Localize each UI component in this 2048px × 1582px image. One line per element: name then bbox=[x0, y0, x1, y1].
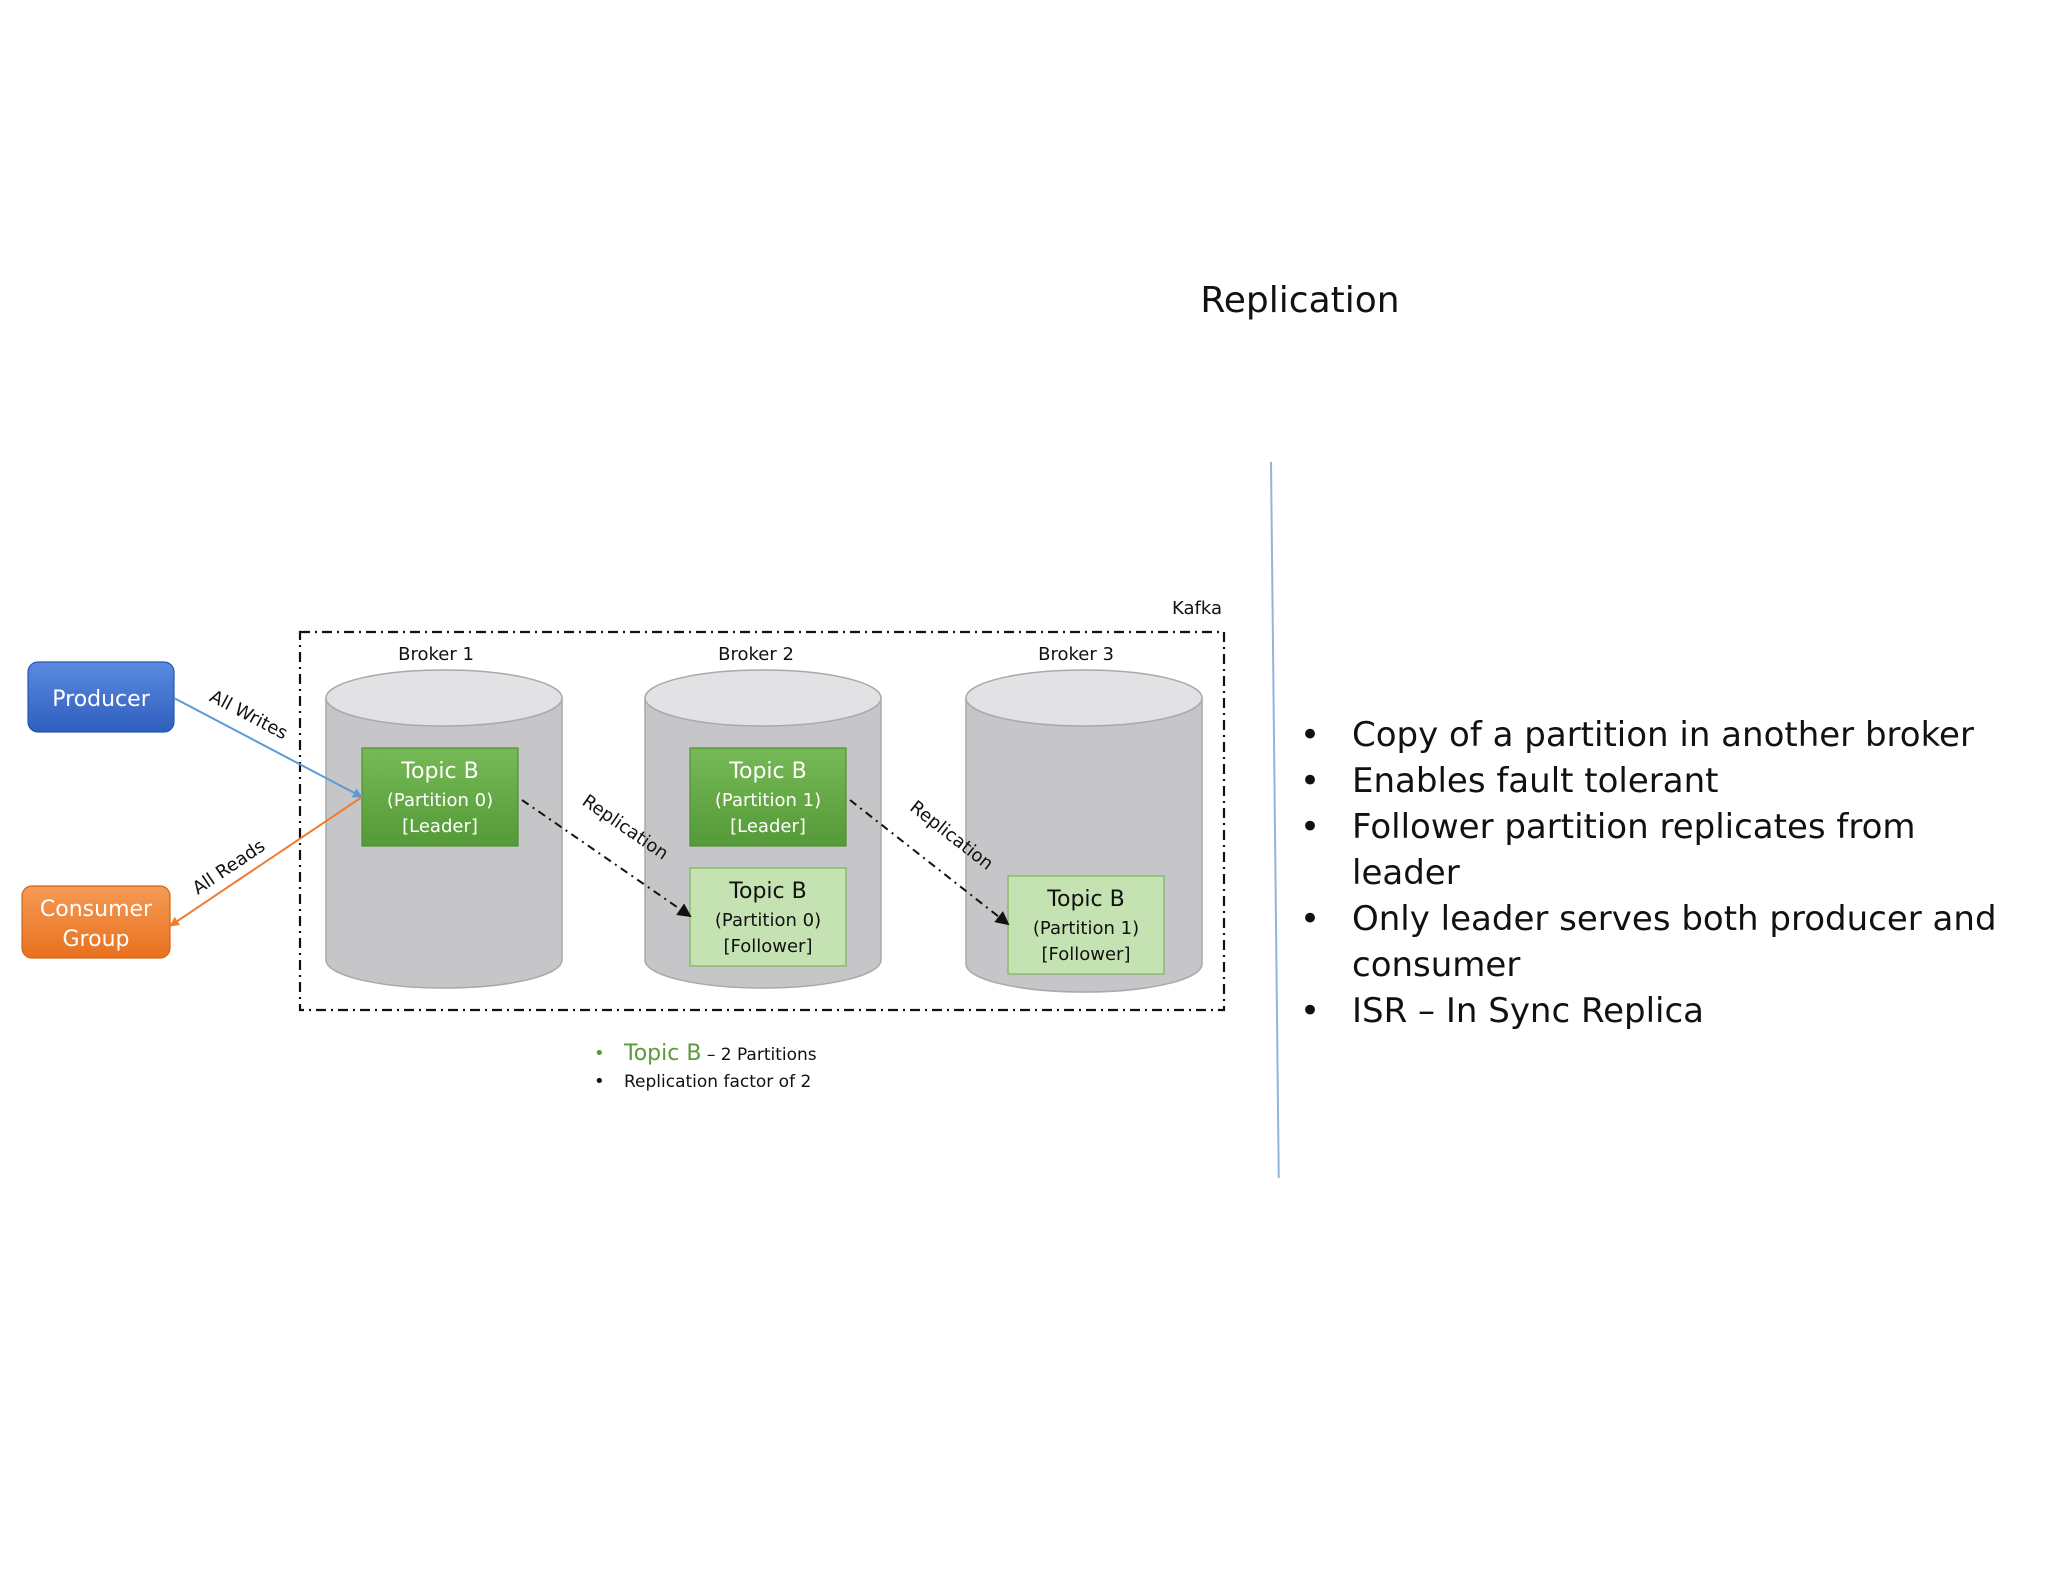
partition-number: (Partition 1) bbox=[715, 790, 821, 811]
partition-b2-leader: Topic B (Partition 1) [Leader] bbox=[689, 747, 847, 847]
kafka-cluster-boundary bbox=[298, 630, 1226, 1012]
partition-role: [Leader] bbox=[402, 816, 478, 837]
cylinder-top bbox=[325, 669, 563, 727]
cylinder-top bbox=[644, 669, 882, 727]
broker-name: Broker 1 bbox=[398, 644, 474, 665]
bullet-icon: • bbox=[1300, 715, 1321, 755]
writes-arrow bbox=[173, 697, 363, 798]
writes-label: All Writes bbox=[206, 686, 291, 744]
bullet-icon: • bbox=[1300, 991, 1321, 1031]
partition-title: Topic B bbox=[1046, 887, 1124, 912]
replication-arrow-1 bbox=[521, 799, 692, 918]
list-item: • Follower partition replicates from lea… bbox=[1300, 804, 2020, 896]
list-item: • Copy of a partition in another broker bbox=[1300, 712, 2020, 758]
producer-label: Producer bbox=[52, 687, 150, 712]
consumer-label-line1: Consumer bbox=[40, 897, 153, 922]
bullet-text: Only leader serves both producer and bbox=[1352, 899, 1997, 939]
legend-replication-factor: Replication factor of 2 bbox=[624, 1072, 812, 1092]
cylinder-top bbox=[965, 669, 1203, 727]
bullet-text: ISR – In Sync Replica bbox=[1352, 991, 1705, 1031]
list-item: • Only leader serves both producer and c… bbox=[1300, 896, 2020, 988]
legend-item-replication: • Replication factor of 2 bbox=[594, 1068, 817, 1096]
partition-b2-follower: Topic B (Partition 0) [Follower] bbox=[689, 867, 847, 967]
consumer-label-line2: Group bbox=[63, 927, 130, 952]
partition-b3-follower: Topic B (Partition 1) [Follower] bbox=[1007, 875, 1165, 975]
producer-node[interactable]: Producer bbox=[27, 661, 175, 733]
page-title: Replication bbox=[1200, 280, 1400, 321]
bullet-list: • Copy of a partition in another broker … bbox=[1300, 712, 2020, 1034]
legend-item-topic: • Topic B – 2 Partitions bbox=[594, 1040, 817, 1068]
partition-title: Topic B bbox=[728, 759, 806, 784]
bullet-icon: • bbox=[594, 1071, 605, 1092]
broker-name: Broker 3 bbox=[1038, 644, 1114, 665]
partition-role: [Follower] bbox=[1042, 944, 1131, 965]
broker-name: Broker 2 bbox=[718, 644, 794, 665]
bullet-icon: • bbox=[594, 1043, 605, 1064]
bullet-text: Copy of a partition in another broker bbox=[1352, 715, 1974, 755]
list-item: • ISR – In Sync Replica bbox=[1300, 988, 2020, 1034]
kafka-label: Kafka bbox=[1172, 598, 1222, 619]
bullet-text: Follower partition replicates from leade… bbox=[1352, 807, 1916, 893]
list-item: • Enables fault tolerant bbox=[1300, 758, 2020, 804]
bullet-icon: • bbox=[1300, 807, 1321, 847]
bullet-text: Enables fault tolerant bbox=[1352, 761, 1719, 801]
partition-number: (Partition 0) bbox=[387, 790, 493, 811]
partition-role: [Leader] bbox=[730, 816, 806, 837]
partition-title: Topic B bbox=[728, 879, 806, 904]
reads-arrow bbox=[169, 796, 363, 927]
replication-arrow-2 bbox=[849, 799, 1010, 926]
partition-title: Topic B bbox=[400, 759, 478, 784]
consumer-group-node[interactable]: Consumer Group bbox=[21, 885, 171, 959]
legend-topic-name: Topic B bbox=[624, 1041, 702, 1066]
partition-b1-leader: Topic B (Partition 0) [Leader] bbox=[361, 747, 519, 847]
legend-topic-partitions: – 2 Partitions bbox=[701, 1045, 817, 1065]
partition-number: (Partition 1) bbox=[1033, 918, 1139, 939]
bullet-icon: • bbox=[1300, 899, 1321, 939]
bullet-icon: • bbox=[1300, 761, 1321, 801]
bullet-text-continued: consumer bbox=[1352, 945, 1521, 985]
partition-number: (Partition 0) bbox=[715, 910, 821, 931]
partition-role: [Follower] bbox=[724, 936, 813, 957]
diagram-legend: • Topic B – 2 Partitions • Replication f… bbox=[594, 1040, 817, 1096]
